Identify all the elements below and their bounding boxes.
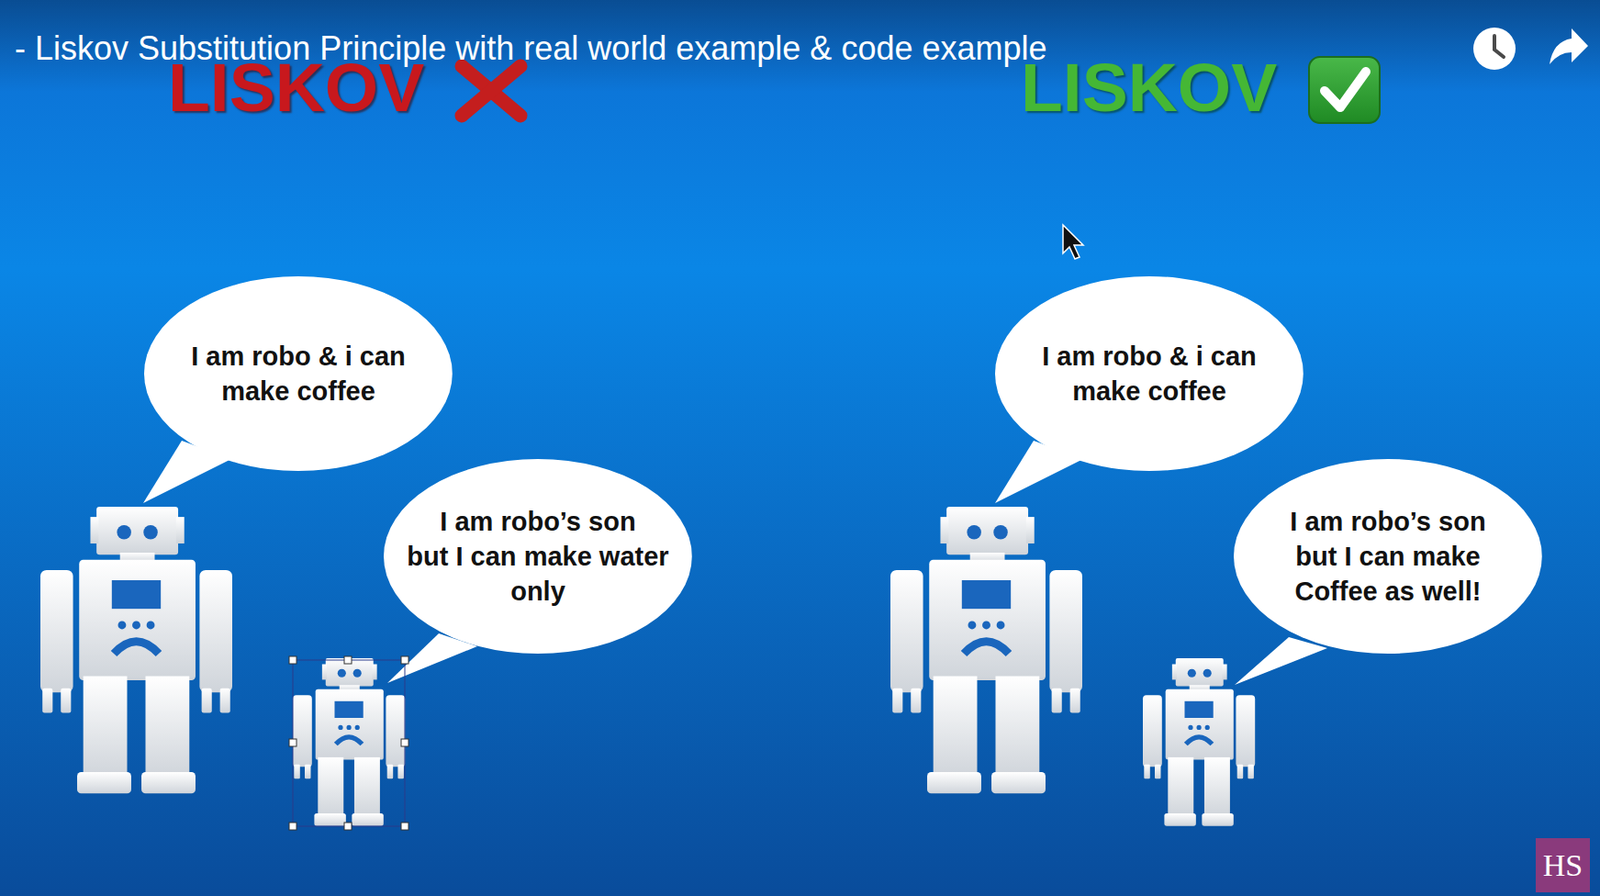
channel-logo: HS — [1535, 838, 1590, 893]
robot-son-figure — [292, 658, 405, 827]
speech-bubble: I am robo & i can make coffee — [144, 276, 453, 471]
bubble-outline — [144, 276, 453, 471]
cross-mark — [461, 66, 521, 116]
selection-handles — [289, 656, 409, 830]
speech-bubble: I am robo’s son but I can make Coffee as… — [1233, 458, 1543, 654]
robot-figure — [890, 506, 1083, 794]
bubble-outline — [995, 276, 1304, 471]
heading-good: LISKOV — [1020, 53, 1277, 123]
clock-icon — [1473, 27, 1516, 70]
heading-bad: LISKOV — [167, 53, 425, 123]
robot-son-figure — [1142, 658, 1255, 827]
bubble-tails — [143, 440, 1328, 685]
speech-bubble: I am robo’s son but I can make water onl… — [383, 458, 693, 654]
speech-bubble: I am robo & i can make coffee — [995, 276, 1304, 471]
share-icon — [1549, 28, 1589, 65]
robot-figure — [40, 506, 233, 794]
bubble-text: I am robo & i can make coffee — [162, 338, 434, 409]
mouse-cursor — [1062, 224, 1084, 259]
bubble-text: I am robo’s son but I can make water onl… — [402, 503, 673, 609]
bubble-text: I am robo & i can make coffee — [1013, 338, 1285, 409]
check-mark — [1309, 56, 1380, 124]
bubble-text: I am robo’s son but I can make Coffee as… — [1252, 503, 1523, 609]
